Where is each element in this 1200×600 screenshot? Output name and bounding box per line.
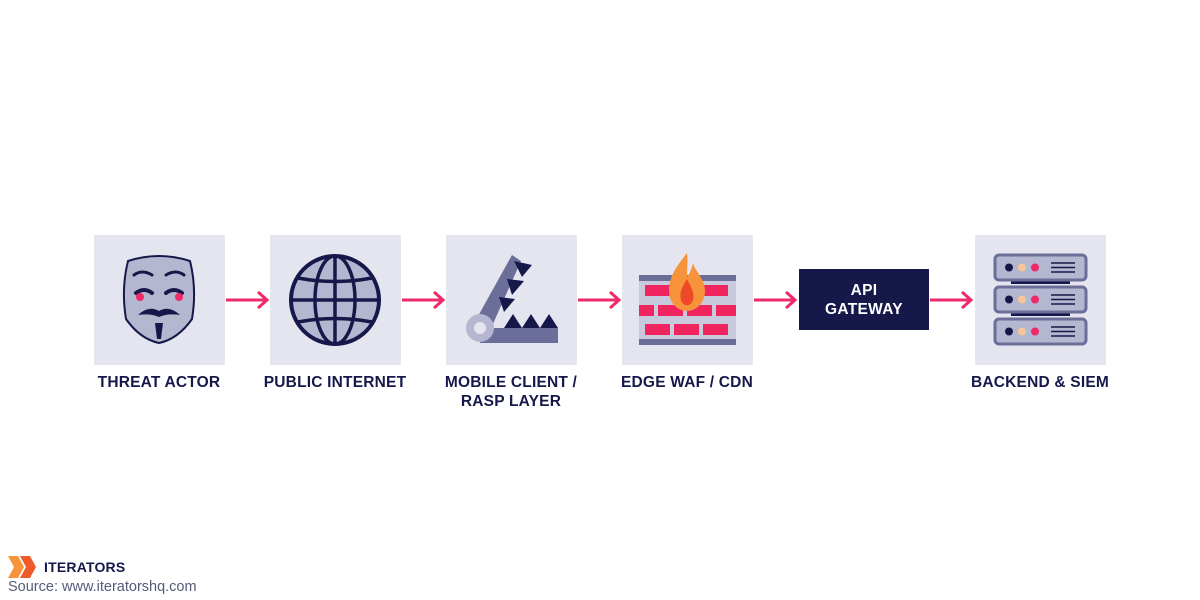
mask-icon bbox=[122, 255, 196, 345]
server-rack-icon bbox=[993, 253, 1088, 346]
source-text: Source: www.iteratorshq.com bbox=[8, 579, 197, 595]
node-label-mobile-client: MOBILE CLIENT / RASP LAYER bbox=[444, 374, 578, 410]
mobile-client-tile bbox=[446, 235, 577, 365]
node-label-threat-actor: THREAT ACTOR bbox=[97, 374, 221, 391]
node-label-edge-waf: EDGE WAF / CDN bbox=[621, 374, 753, 391]
trap-icon bbox=[466, 255, 558, 343]
flow-arrow-1 bbox=[226, 290, 270, 310]
flow-arrow-3 bbox=[578, 290, 622, 310]
globe-icon bbox=[289, 254, 381, 346]
threat-actor-tile bbox=[94, 235, 225, 365]
backend-siem-tile bbox=[975, 235, 1106, 365]
flow-arrow-2 bbox=[402, 290, 446, 310]
flow-arrow-5 bbox=[930, 290, 974, 310]
firewall-icon bbox=[639, 253, 736, 345]
brand: ITERATORS bbox=[8, 556, 125, 578]
flow-arrow-4 bbox=[754, 290, 798, 310]
node-label-public-internet: PUBLIC INTERNET bbox=[263, 374, 407, 391]
node-label-backend-siem: BACKEND & SIEM bbox=[970, 374, 1109, 391]
public-internet-tile bbox=[270, 235, 401, 365]
edge-waf-tile bbox=[622, 235, 753, 365]
api-gateway-node: API GATEWAY bbox=[799, 269, 929, 330]
brand-name: ITERATORS bbox=[44, 559, 126, 575]
iterators-logo-icon bbox=[8, 556, 36, 578]
